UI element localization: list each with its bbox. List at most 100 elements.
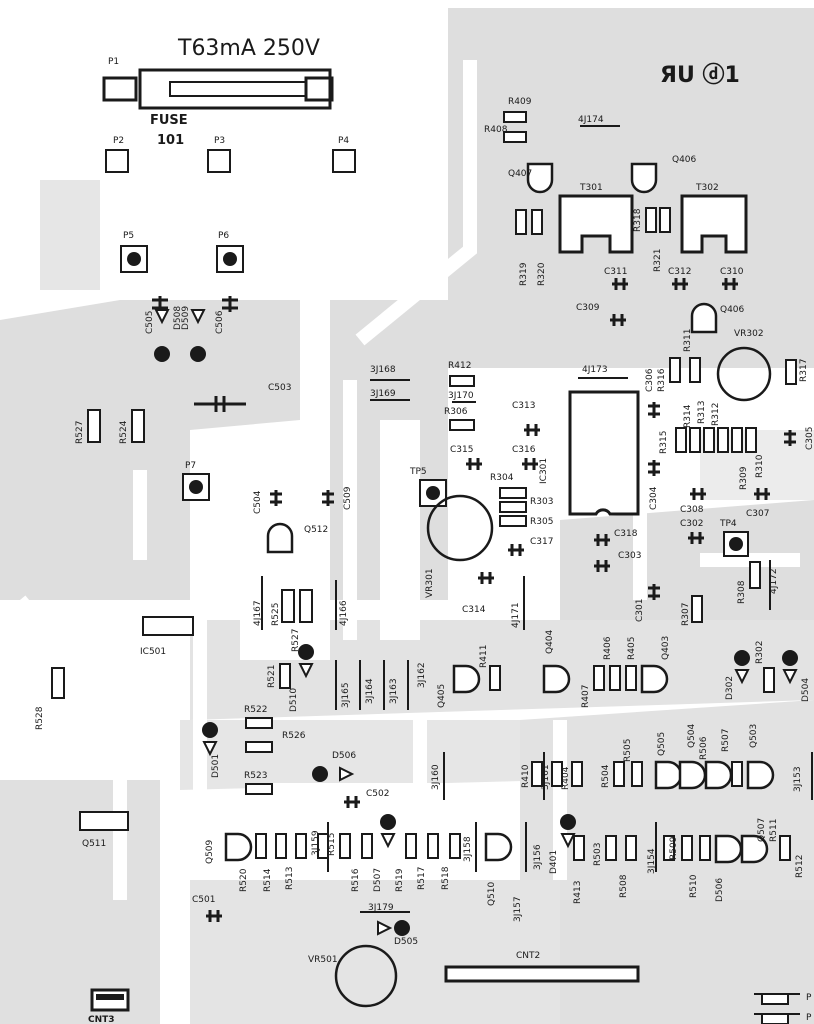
j3161-label: 3J161 (541, 764, 551, 790)
c302-label: C302 (680, 519, 703, 529)
j4167-label: 4J167 (253, 600, 263, 626)
c501-label: C501 (192, 895, 215, 905)
r302-label: R302 (755, 641, 765, 664)
r316-label: R316 (657, 368, 667, 392)
r516-label: R516 (351, 868, 361, 892)
c504-label: C504 (253, 490, 263, 514)
q403-label: Q403 (661, 636, 671, 660)
r521-label: R521 (267, 665, 277, 688)
r413-label: R413 (573, 881, 583, 904)
q407-label: Q407 (508, 169, 532, 179)
r305-label: R305 (530, 517, 553, 527)
white-traces (14, 60, 800, 900)
c306-label: C306 (645, 368, 655, 392)
q406a-label: Q406 (672, 155, 697, 165)
c503-label: C503 (268, 383, 291, 393)
d506b-label: D506 (715, 878, 725, 902)
r318-label: R318 (633, 208, 643, 232)
r310-label: R310 (755, 454, 765, 478)
j3168-label: 3J168 (370, 365, 396, 375)
r507-label: R507 (721, 729, 731, 752)
r409-label: R409 (508, 97, 532, 107)
c309-label: C309 (576, 303, 600, 313)
r504-label: R504 (601, 764, 611, 788)
c305-label: C305 (805, 427, 814, 450)
fuse-rating: T63mA 250V (177, 36, 320, 61)
r311-label: R311 (683, 329, 693, 352)
j3153-label: 3J153 (793, 766, 803, 792)
q512-label: Q512 (304, 525, 328, 535)
diode-dots (154, 346, 798, 936)
vr301-label: VR301 (425, 568, 435, 598)
r404-label: R404 (561, 766, 571, 790)
j4174-label: 4J174 (578, 115, 604, 125)
j3162-label: 3J162 (417, 662, 427, 688)
q503-label: Q503 (749, 724, 759, 748)
r512-label: R512 (795, 855, 805, 878)
r508-label: R508 (619, 874, 629, 898)
p1-label: P1 (108, 57, 119, 67)
t301-label: T301 (579, 183, 603, 193)
r509-label: R509 (669, 836, 679, 860)
r303-label: R303 (530, 497, 553, 507)
vr302-label: VR302 (734, 329, 764, 339)
d507-label: D507 (373, 868, 383, 892)
j3156-label: 3J156 (533, 844, 543, 870)
r526-label: R526 (282, 731, 306, 741)
c317-label: C317 (530, 537, 553, 547)
r505-label: R505 (623, 739, 633, 762)
j3179-label: 3J179 (368, 903, 394, 913)
p7-label: P7 (185, 461, 196, 471)
j3154-label: 3J154 (647, 848, 657, 874)
diode-bodies (154, 309, 798, 936)
r411-label: R411 (479, 645, 489, 668)
j3165-label: 3J165 (341, 682, 351, 708)
r306-label: R306 (444, 407, 468, 417)
r511-label: R511 (769, 819, 779, 842)
r319-label: R319 (519, 262, 529, 286)
q510-label: Q510 (487, 881, 497, 906)
r412-label: R412 (448, 361, 471, 371)
q511-label: Q511 (82, 839, 106, 849)
r519-label: R519 (395, 868, 405, 892)
p2-label: P2 (113, 136, 124, 146)
r408-label: R408 (484, 125, 508, 135)
r513-label: R513 (285, 867, 295, 890)
j3164-label: 3J164 (365, 678, 375, 704)
d509-label: D509 (181, 306, 191, 330)
p3-label: P3 (214, 136, 225, 146)
r517-label: R517 (417, 867, 427, 890)
cnt3-label: CNT3 (88, 1015, 115, 1024)
r527b-label: R527 (291, 629, 301, 652)
r309-label: R309 (739, 466, 749, 490)
r405-label: R405 (627, 637, 637, 660)
vr501-label: VR501 (308, 955, 338, 965)
p4-label: P4 (338, 136, 349, 146)
r528-label: R528 (35, 706, 45, 730)
j4172-label: 4J172 (769, 568, 779, 594)
c314-label: C314 (462, 605, 486, 615)
fuse-label: FUSE (150, 113, 188, 128)
jumpers (261, 125, 813, 1015)
fuse-p1 (102, 68, 334, 110)
c312-label: C312 (668, 267, 691, 277)
cnt3-fill (96, 994, 124, 1000)
transformers (558, 194, 748, 254)
d508-label: D508 (173, 306, 183, 330)
r503-label: R503 (593, 843, 603, 866)
d501-label: D501 (211, 754, 221, 778)
r313-label: R313 (697, 401, 707, 424)
r524-label: R524 (119, 420, 129, 444)
q404-label: Q404 (545, 629, 555, 654)
c506-label: C506 (215, 310, 225, 334)
d504-label: D504 (801, 678, 811, 702)
j3169-label: 3J169 (370, 389, 396, 399)
c313-label: C313 (512, 401, 535, 411)
q406b-label: Q406 (720, 305, 745, 315)
d401-label: D401 (549, 850, 559, 874)
r510-label: R510 (689, 874, 699, 898)
potentiometers (334, 346, 772, 1008)
q504-label: Q504 (687, 723, 697, 748)
j3170-label: 3J170 (448, 391, 474, 401)
